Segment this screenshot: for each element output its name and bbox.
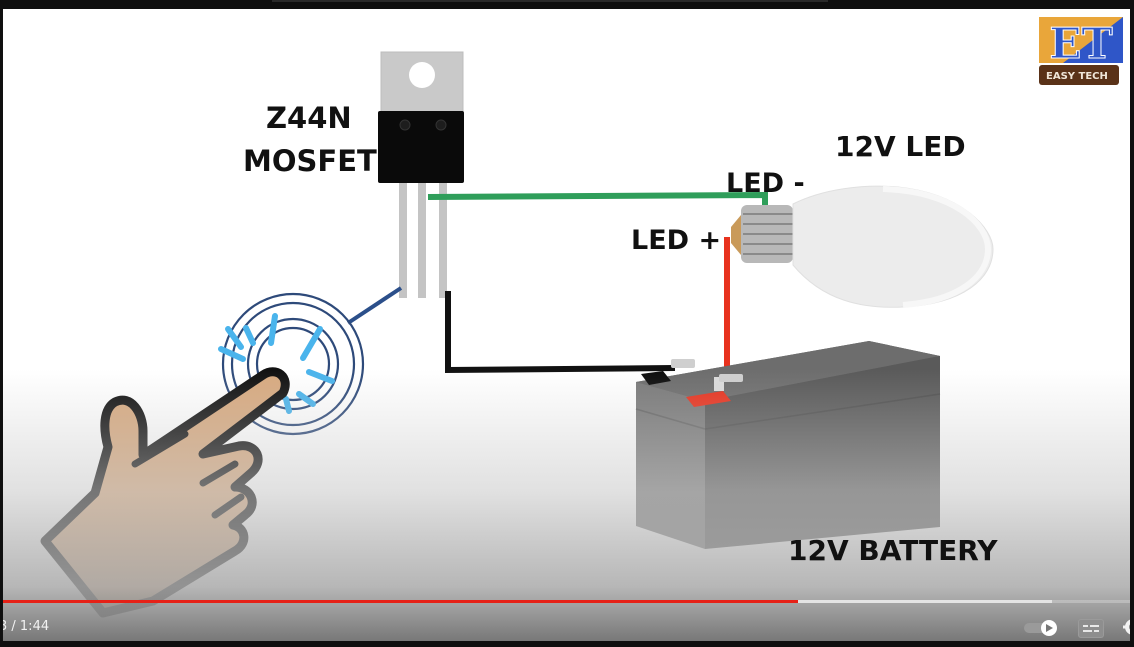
top-divider (272, 0, 828, 2)
time-display: 3 / 1:44 (2, 619, 50, 634)
window-edge-right (1130, 9, 1134, 647)
svg-text:ET: ET (1049, 19, 1112, 68)
video-player[interactable]: ET EASY TECH Z44N MOSFET 12V LED LED - L… (2, 9, 1131, 641)
mosfet-type-label: MOSFET (243, 144, 377, 178)
channel-logo: ET (1039, 17, 1123, 85)
pointing-hand-icon (40, 367, 290, 618)
player-controls: 3 / 1:44 (3, 587, 1131, 641)
led-minus-label: LED - (726, 168, 805, 199)
led-title-label: 12V LED (835, 130, 966, 163)
gear-icon[interactable] (1123, 617, 1131, 637)
mosfet-component (378, 51, 464, 298)
autoplay-toggle-icon[interactable] (1024, 620, 1058, 636)
mosfet-model-label: Z44N (266, 101, 352, 135)
top-strip (0, 0, 1134, 8)
led-bulb (731, 185, 994, 308)
wire-gate-to-button (346, 286, 403, 325)
battery-label: 12V BATTERY (788, 534, 998, 567)
battery (635, 341, 941, 549)
wire-source-to-battery (445, 291, 676, 374)
captions-icon[interactable] (1078, 619, 1104, 638)
progress-played (3, 600, 799, 603)
channel-logo-name: EASY TECH (1046, 71, 1108, 82)
led-plus-label: LED + (631, 225, 722, 256)
window-edge-bottom (0, 641, 1134, 647)
